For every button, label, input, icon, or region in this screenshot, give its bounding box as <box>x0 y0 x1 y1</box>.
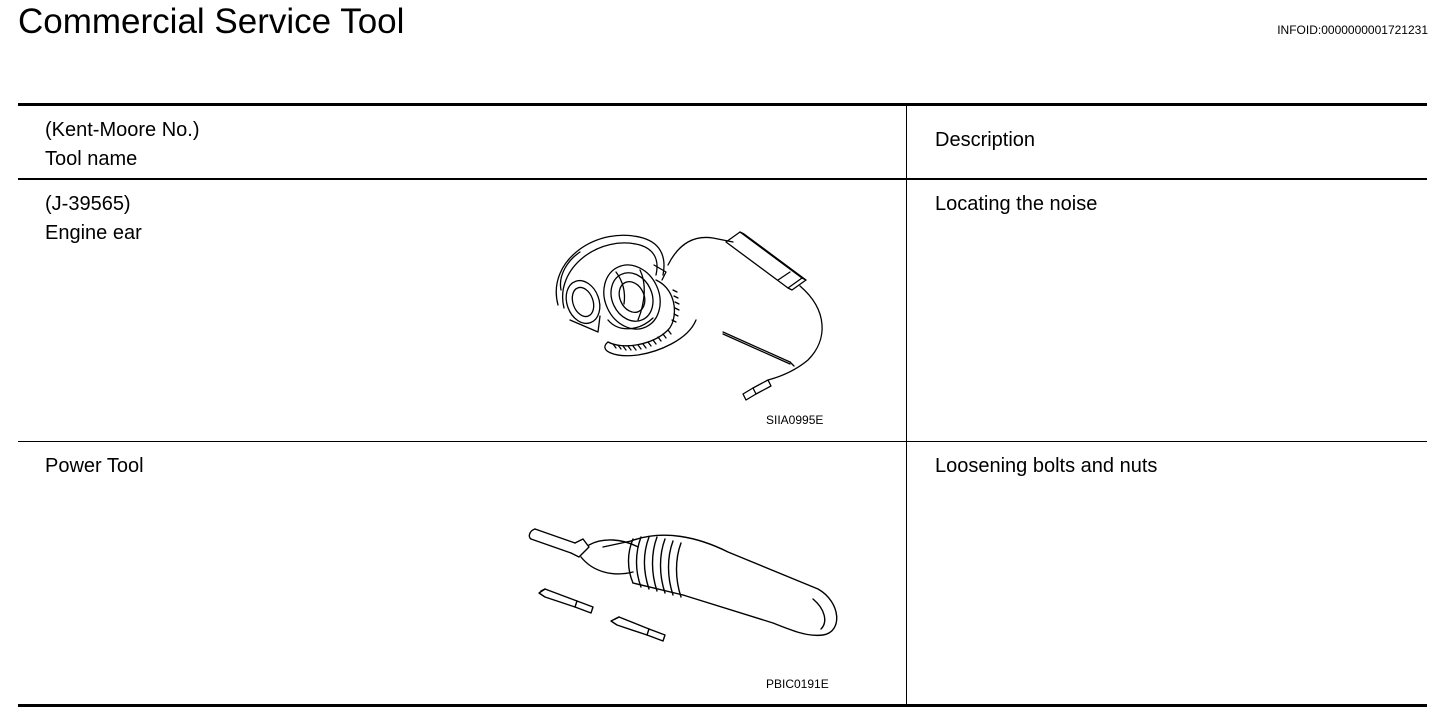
description-cell: Loosening bolts and nuts <box>907 442 1427 704</box>
table-row: (J-39565) Engine ear <box>18 180 1427 442</box>
table-row: Power Tool <box>18 442 1427 704</box>
description-text: Loosening bolts and nuts <box>935 455 1158 477</box>
header-tool-name-label: Tool name <box>45 148 138 170</box>
table-header-row: (Kent-Moore No.) Tool name Description <box>18 106 1427 180</box>
headphones-stethoscope-icon <box>555 231 823 401</box>
power-screwdriver-icon <box>528 528 838 642</box>
tool-name: Engine ear <box>45 222 142 244</box>
tool-cell: Power Tool <box>18 442 907 704</box>
figure-code: SIIA0995E <box>766 413 824 427</box>
header-description-label: Description <box>935 129 1036 151</box>
info-id: INFOID:0000000001721231 <box>1277 23 1428 37</box>
header-tool-cell: (Kent-Moore No.) Tool name <box>18 106 907 178</box>
description-text: Locating the noise <box>935 193 1098 215</box>
page-title: Commercial Service Tool <box>18 2 405 41</box>
tool-label: Power Tool <box>45 452 144 481</box>
kent-moore-number: (J-39565) <box>45 193 131 215</box>
tool-label: (J-39565) Engine ear <box>45 190 142 248</box>
service-tool-table: (Kent-Moore No.) Tool name Description (… <box>18 103 1427 707</box>
tool-cell: (J-39565) Engine ear <box>18 180 907 441</box>
figure-code: PBIC0191E <box>766 677 829 691</box>
tool-name: Power Tool <box>45 455 144 477</box>
header-description-cell: Description <box>907 106 1427 178</box>
header-kent-moore-label: (Kent-Moore No.) <box>45 119 200 141</box>
header-tool-label: (Kent-Moore No.) Tool name <box>45 116 200 174</box>
description-cell: Locating the noise <box>907 180 1427 441</box>
